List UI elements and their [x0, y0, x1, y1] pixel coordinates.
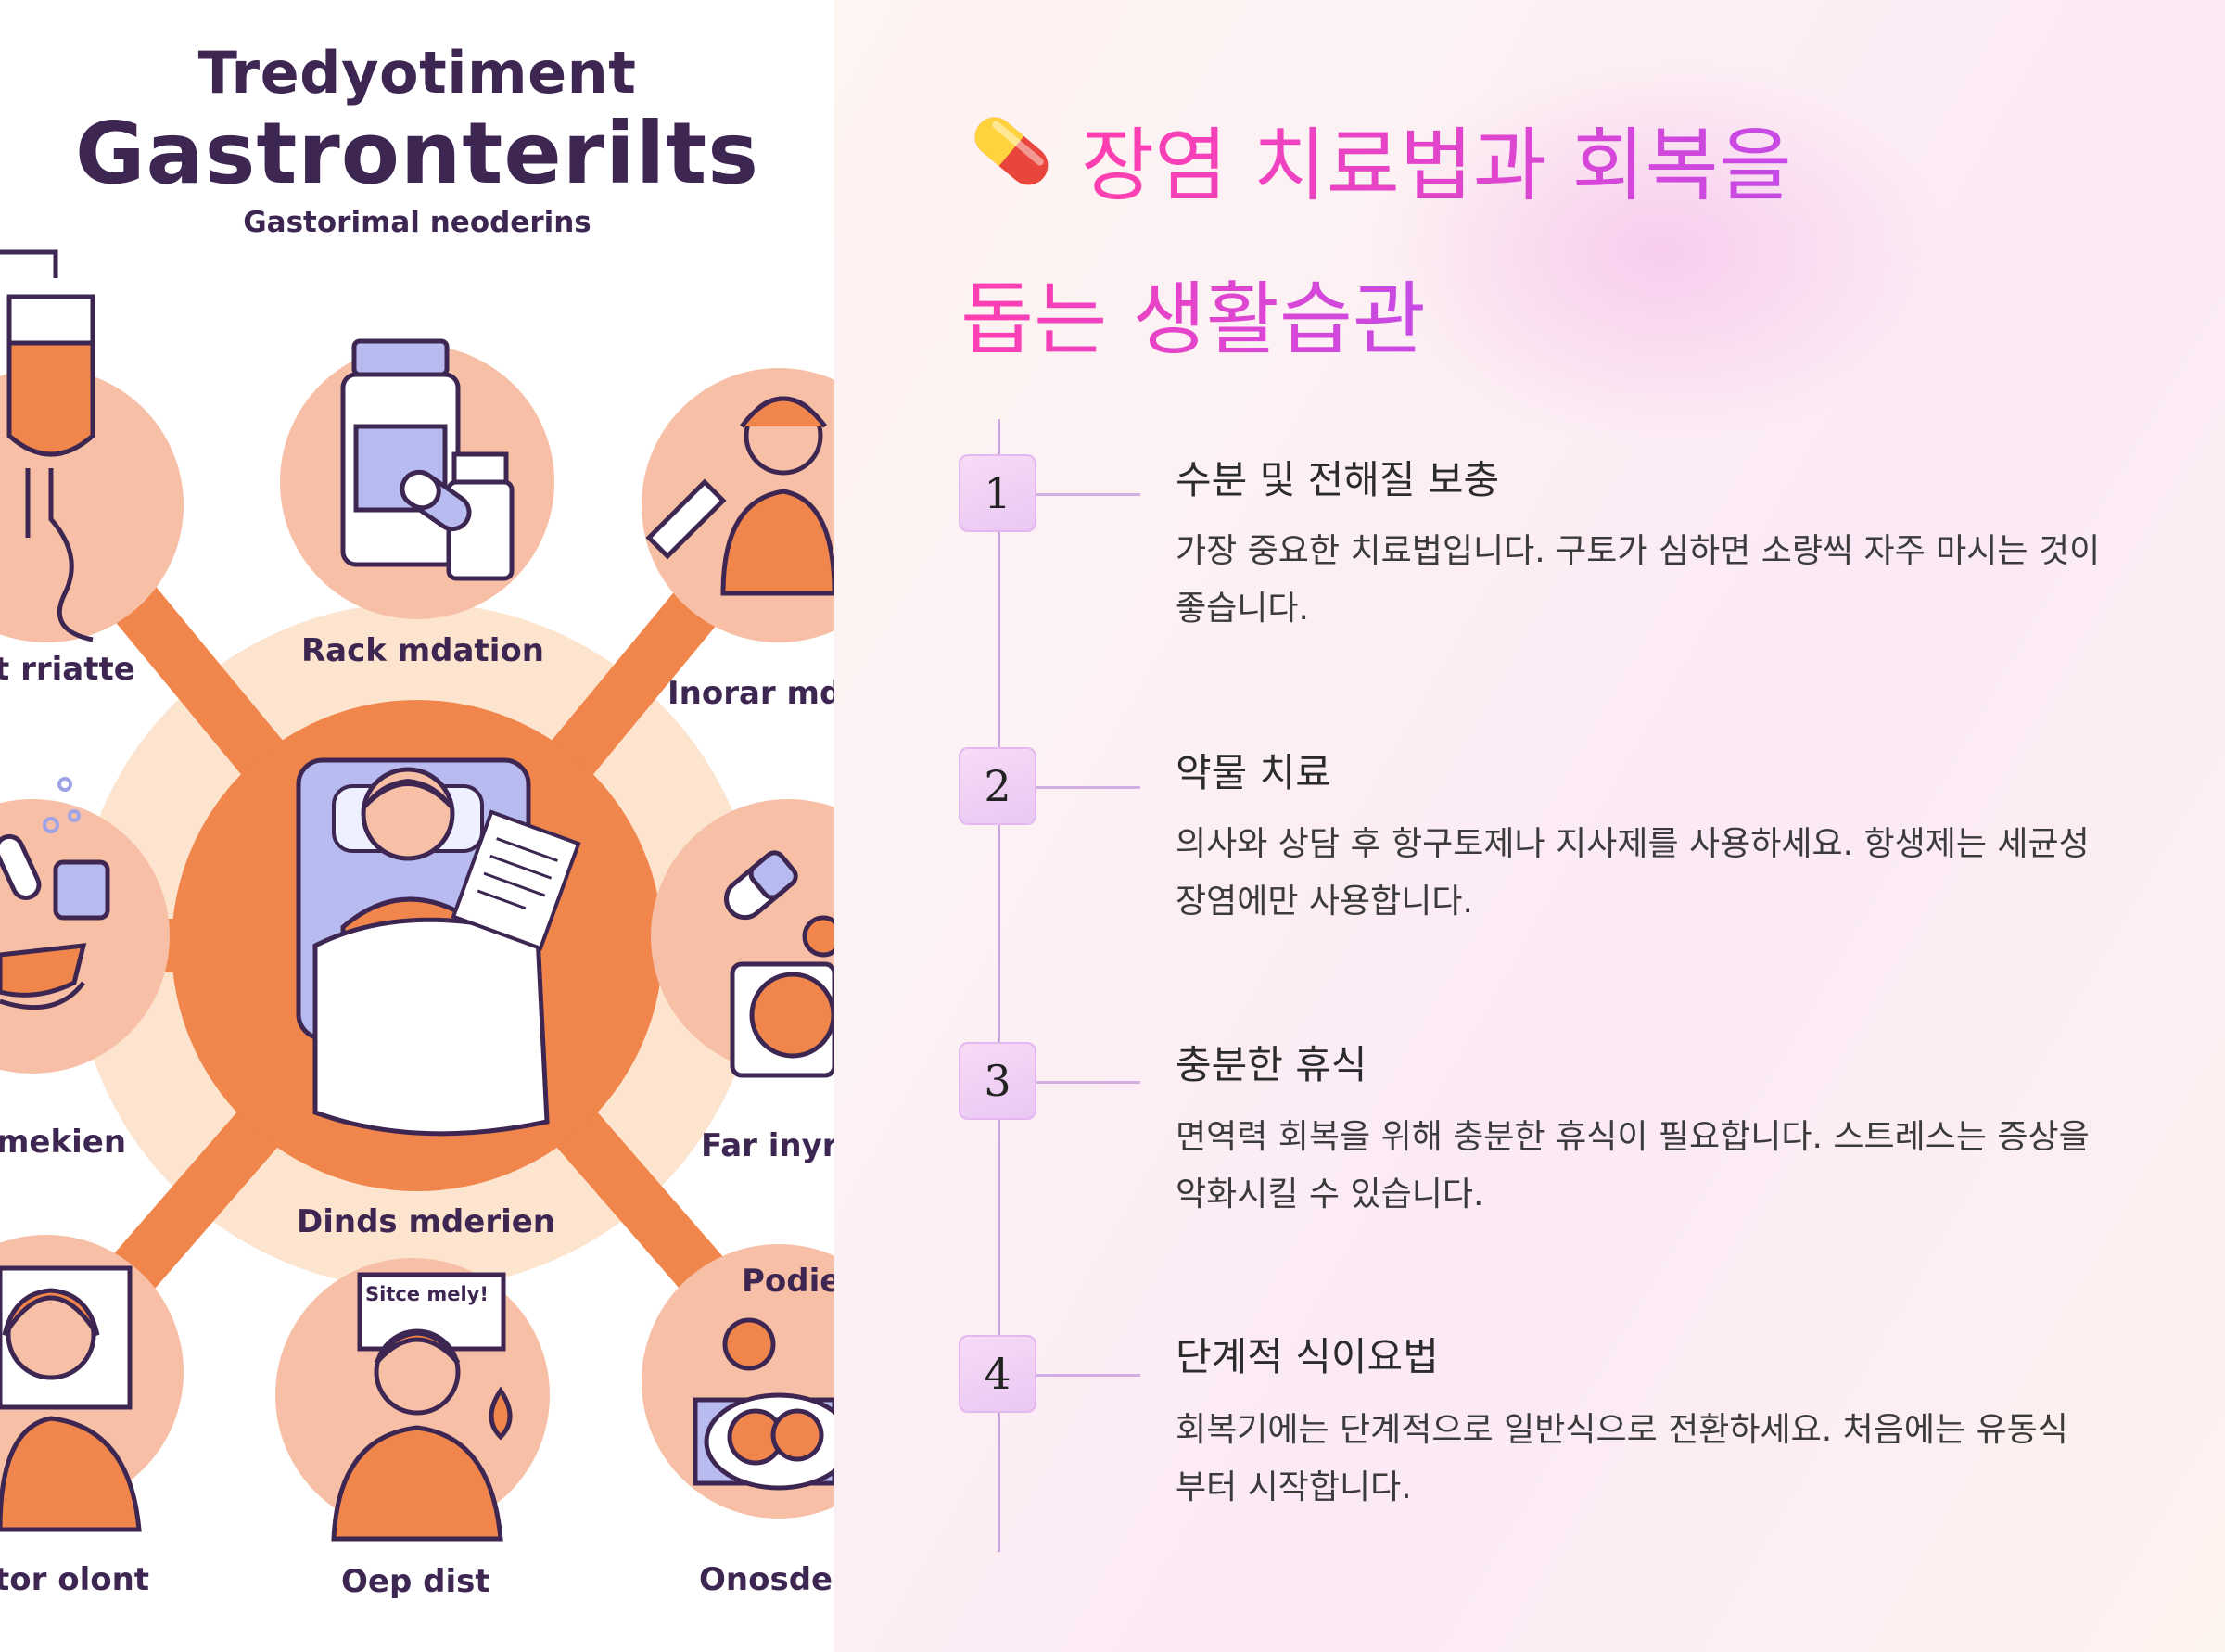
meal-plate-icon	[693, 1317, 834, 1491]
step-connector	[1036, 1081, 1140, 1084]
step-number-badge: 2	[959, 747, 1036, 825]
step-description-line: 부터 시작합니다.	[1176, 1468, 1412, 1506]
woman-portrait-icon	[0, 1265, 142, 1532]
step-connector	[1036, 1374, 1140, 1377]
step-description-line: 가장 중요한 치료법입니다. 구토가 심하면 소량씩 자주 마시는 것이	[1176, 532, 2101, 570]
sitting-person-icon	[331, 1272, 513, 1542]
label-stomach: Inorar md	[668, 675, 834, 712]
label-meal-top: Podie	[742, 1263, 834, 1300]
illustration-title-line2: Gastronterilts	[75, 104, 759, 203]
pill-icon	[974, 117, 1049, 185]
illustration-subtitle: Gastorimal neoderins	[243, 206, 591, 239]
bubbles-icon	[43, 777, 81, 833]
step-number-badge: 4	[959, 1335, 1036, 1413]
step-title: 충분한 휴식	[1176, 1042, 1367, 1087]
label-food: Far inyri	[701, 1127, 834, 1164]
step-description-line: 장염에만 사용합니다.	[1176, 883, 1473, 921]
label-sitting: Oep dist	[341, 1563, 490, 1600]
step-connector	[1036, 786, 1140, 789]
sign-text: Sitce mely!	[365, 1283, 489, 1305]
step-title: 약물 치료	[1176, 750, 1331, 795]
step-title: 수분 및 전해질 보충	[1176, 457, 1500, 502]
label-probiotics: mekien	[0, 1124, 127, 1161]
step-description: 의사와 상담 후 항구토제나 지사제를 사용하세요. 항생제는 세균성 장염에만…	[1176, 816, 2112, 931]
step-description: 가장 중요한 치료법입니다. 구토가 심하면 소량씩 자주 마시는 것이 좋습니…	[1176, 523, 2112, 638]
step-connector	[1036, 493, 1140, 496]
label-center: Dinds mderien	[297, 1203, 556, 1240]
page-title-line2: 돕는 생활습관	[960, 254, 1426, 370]
illustration-title-line1: Tredyotiment	[197, 39, 637, 107]
step-number-badge: 3	[959, 1042, 1036, 1120]
patient-in-bed-icon	[296, 757, 581, 1137]
step-description: 면역력 회복을 위해 충분한 휴식이 필요합니다. 스트레스는 증상을 악화시킬…	[1176, 1109, 2112, 1224]
step-description-line: 면역력 회복을 위해 충분한 휴식이 필요합니다. 스트레스는 증상을	[1176, 1118, 2090, 1156]
step-description-line: 의사와 상담 후 항구토제나 지사제를 사용하세요. 항생제는 세균성	[1176, 825, 2090, 863]
step-description-line: 좋습니다.	[1176, 590, 1309, 628]
timeline-line	[998, 419, 1000, 1552]
probiotics-icon	[0, 833, 110, 1010]
step-description: 회복기에는 단계적으로 일반식으로 전환하세요. 처음에는 유동식 부터 시작합…	[1176, 1402, 2112, 1517]
label-meal: Onosdei	[699, 1561, 834, 1598]
infographic-illustration: Tredyotiment Gastronterilts Gastorimal n…	[0, 0, 834, 1652]
step-number-badge: 1	[959, 454, 1036, 532]
label-medication: Rack mdation	[301, 632, 544, 669]
infographic-artwork	[0, 249, 834, 1542]
step-title: 단계적 식이요법	[1176, 1334, 1439, 1379]
iv-drip-icon	[0, 249, 95, 642]
step-description-line: 회복기에는 단계적으로 일반식으로 전환하세요. 처음에는 유동식	[1176, 1411, 2068, 1449]
food-icon	[724, 850, 834, 1078]
background-glow	[1372, 56, 1947, 445]
medicine-bottle-icon	[340, 338, 515, 581]
page-title-line1: 장염 치료법과 회복을	[1081, 100, 1792, 216]
step-description-line: 악화시킬 수 있습니다.	[1176, 1175, 1484, 1214]
label-person: tor olont	[0, 1561, 150, 1598]
stomach-person-icon	[645, 396, 834, 596]
label-iv: t rriatte	[0, 651, 135, 688]
